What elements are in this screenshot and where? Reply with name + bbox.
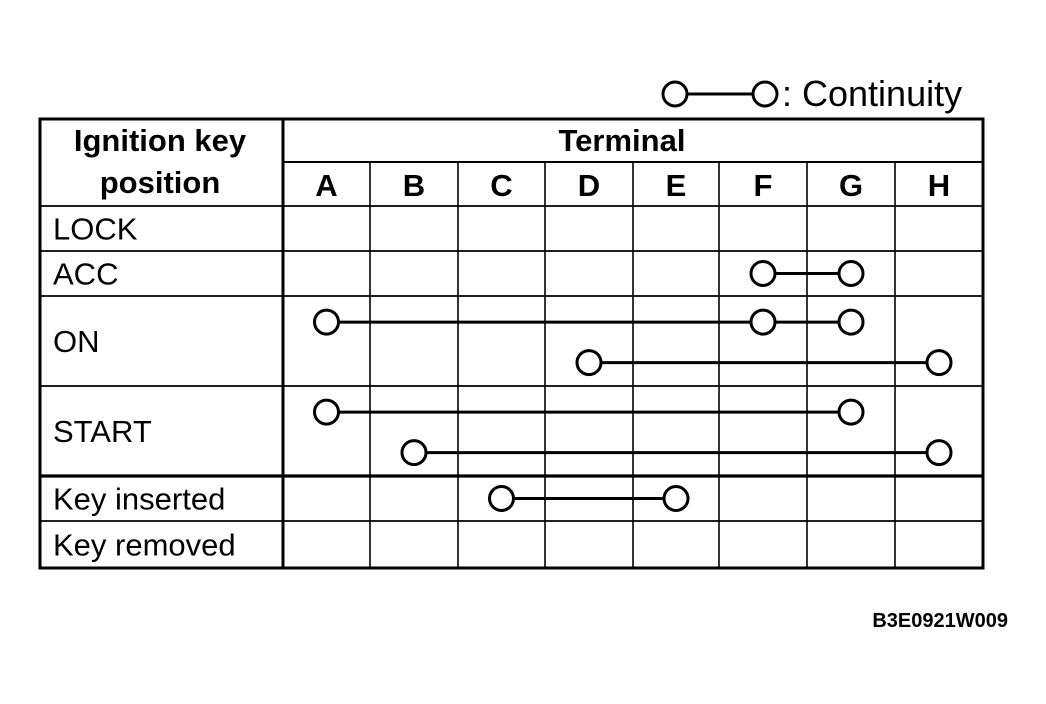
continuity-node-f bbox=[749, 308, 777, 336]
terminal-label-h: H bbox=[928, 168, 950, 203]
continuity-chain-start-bh bbox=[400, 439, 953, 467]
table-grid bbox=[38, 117, 985, 570]
continuity-node-h bbox=[925, 349, 953, 377]
figure-code: B3E0921W009 bbox=[872, 610, 1008, 632]
continuity-node-b bbox=[400, 439, 428, 467]
continuity-chain-on-afg bbox=[313, 308, 865, 336]
legend-circle-left bbox=[661, 80, 689, 108]
terminal-label-g: G bbox=[839, 168, 863, 203]
terminal-header: Terminal bbox=[559, 123, 686, 158]
terminal-label-c: C bbox=[490, 168, 512, 203]
continuity-node-e bbox=[662, 485, 690, 512]
continuity-node-h bbox=[925, 439, 953, 467]
row-label-on: ON bbox=[53, 324, 100, 359]
continuity-node-a bbox=[313, 308, 340, 336]
row-header-line-2: position bbox=[100, 165, 221, 200]
terminal-label-b: B bbox=[403, 168, 425, 203]
row-label-key-inserted: Key inserted bbox=[53, 482, 225, 517]
row-header-line-1: Ignition key bbox=[74, 123, 247, 158]
row-label-key-removed: Key removed bbox=[53, 528, 236, 563]
continuity-node-g bbox=[837, 308, 865, 336]
terminal-label-d: D bbox=[578, 168, 600, 203]
terminal-label-e: E bbox=[666, 168, 687, 203]
continuity-node-c bbox=[488, 485, 515, 512]
legend-label: : Continuity bbox=[782, 73, 962, 114]
continuity-node-d bbox=[575, 349, 603, 377]
continuity-chain-key-inserted-ce bbox=[488, 485, 690, 512]
terminal-labels: A B C D E F G H bbox=[315, 168, 950, 203]
row-label-lock: LOCK bbox=[53, 212, 138, 247]
continuity-node-f bbox=[749, 260, 777, 287]
continuity-chain-start-ag bbox=[313, 398, 865, 426]
terminal-label-f: F bbox=[754, 168, 773, 203]
legend: : Continuity bbox=[661, 73, 962, 114]
continuity-chain-acc-fg bbox=[749, 260, 865, 287]
continuity-chain-on-dh bbox=[575, 349, 953, 377]
continuity-node-g bbox=[837, 398, 865, 426]
continuity-node-a bbox=[313, 398, 340, 426]
row-label-start: START bbox=[53, 414, 152, 449]
continuity-connections bbox=[313, 260, 953, 512]
row-label-acc: ACC bbox=[53, 257, 118, 292]
continuity-node-g bbox=[837, 260, 865, 287]
terminal-label-a: A bbox=[315, 168, 337, 203]
legend-circle-right bbox=[751, 80, 779, 108]
table-header: Ignition key position Terminal A B C D E F G H bbox=[74, 123, 950, 203]
table-border bbox=[38, 117, 985, 570]
